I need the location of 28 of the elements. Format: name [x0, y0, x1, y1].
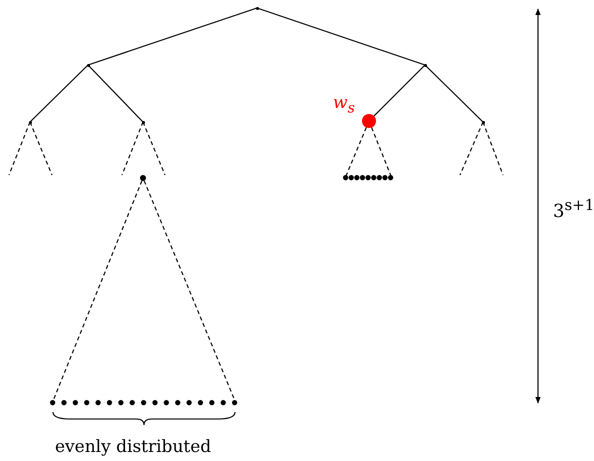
tree-edge: [424, 64, 484, 122]
vertex-label: w$_{s}$: [333, 93, 355, 116]
dashed-tree-edge: [460, 122, 484, 176]
tree-edge: [256, 7, 426, 66]
branch-point: [256, 6, 258, 10]
tree-edge: [30, 64, 88, 122]
dashed-tree-edge: [121, 122, 144, 176]
dashed-tree-edge: [52, 180, 142, 402]
tree-edge: [88, 7, 258, 66]
branch-point: [424, 64, 426, 66]
tree-edge: [374, 64, 426, 116]
caption-text: evenly distributed: [55, 437, 212, 457]
dot-row: [343, 175, 394, 181]
dimension-label: 3$^{s+1}$: [553, 196, 594, 222]
branch-point: [482, 120, 484, 124]
dot-row: [50, 400, 238, 406]
vertex-dot: [362, 114, 376, 128]
branch-point: [28, 120, 32, 124]
dashed-tree-edge: [142, 122, 166, 176]
vertex-dot: [140, 175, 146, 181]
branch-point: [142, 120, 144, 124]
dashed-tree-edge: [30, 122, 52, 176]
branch-point: [86, 64, 90, 66]
tree-edge: [88, 64, 144, 122]
dashed-tree-edge: [371, 127, 392, 176]
dashed-tree-edge: [482, 122, 504, 176]
dashed-tree-edge: [346, 127, 367, 176]
dashed-tree-edge: [8, 122, 31, 176]
